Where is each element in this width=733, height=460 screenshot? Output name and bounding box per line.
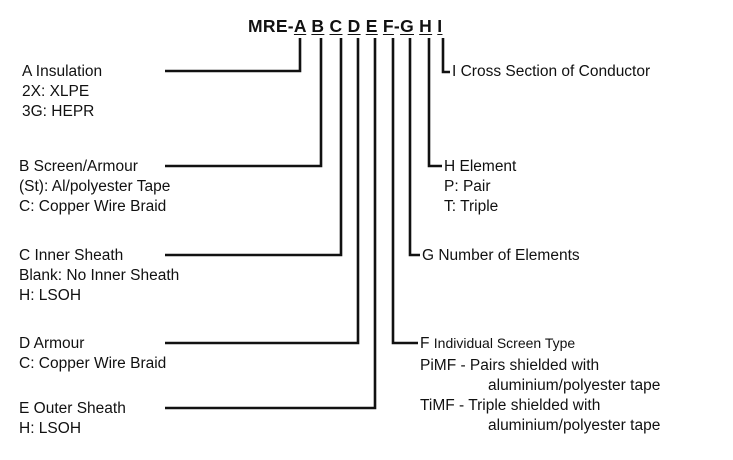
line-c: [165, 38, 343, 257]
label-f: F Individual Screen Type PiMF - Pairs sh…: [420, 335, 661, 434]
line-h: [427, 38, 442, 168]
line-d: [165, 38, 360, 345]
code-title: MRE-A B C D E F-G H I: [248, 16, 443, 36]
label-g: G Number of Elements: [422, 247, 580, 264]
line-g: [408, 38, 420, 257]
line-a: [165, 38, 302, 73]
line-e: [165, 38, 377, 410]
line-i: [441, 38, 450, 74]
line-f: [391, 38, 418, 345]
label-i: I Cross Section of Conductor: [452, 63, 651, 80]
line-b: [165, 38, 323, 168]
